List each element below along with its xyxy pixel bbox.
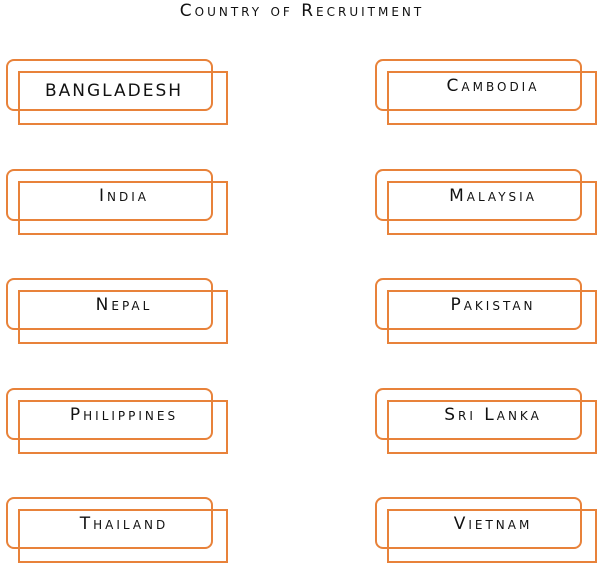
country-bangladesh: BANGLADESH (6, 59, 232, 131)
country-label: Pakistan (450, 295, 536, 315)
country-vietnam: Vietnam (375, 497, 601, 569)
country-box-shadow (387, 400, 597, 454)
diagram-title: Country of Recruitment (179, 1, 425, 21)
country-box (375, 59, 582, 111)
country-box (6, 59, 213, 111)
country-nepal: Nepal (6, 278, 232, 350)
country-label: Cambodia (446, 76, 540, 96)
country-box (6, 278, 213, 330)
country-thailand: Thailand (6, 497, 232, 569)
country-label: BANGLADESH (44, 81, 184, 101)
country-label: India (99, 186, 149, 206)
country-box-shadow (387, 181, 597, 235)
country-philippines: Philippines (6, 388, 232, 460)
country-box-shadow (18, 509, 228, 563)
country-label: Vietnam (453, 514, 533, 534)
country-label: Sri Lanka (444, 405, 542, 425)
country-box-shadow (18, 71, 228, 125)
country-box (6, 388, 213, 440)
country-sri-lanka: Sri Lanka (375, 388, 601, 460)
country-box (375, 388, 582, 440)
country-label: Philippines (69, 405, 179, 425)
country-box-shadow (387, 71, 597, 125)
country-box (6, 497, 213, 549)
country-label: Malaysia (449, 186, 537, 206)
country-cambodia: Cambodia (375, 59, 601, 131)
country-box-shadow (18, 400, 228, 454)
country-box-shadow (387, 290, 597, 344)
country-box-shadow (387, 509, 597, 563)
country-malaysia: Malaysia (375, 169, 601, 241)
country-pakistan: Pakistan (375, 278, 601, 350)
country-box (375, 278, 582, 330)
country-label: Nepal (95, 295, 153, 315)
country-india: India (6, 169, 232, 241)
country-box (375, 169, 582, 221)
country-label: Thailand (79, 514, 169, 534)
country-box (375, 497, 582, 549)
country-box (6, 169, 213, 221)
country-box-shadow (18, 181, 228, 235)
country-box-shadow (18, 290, 228, 344)
